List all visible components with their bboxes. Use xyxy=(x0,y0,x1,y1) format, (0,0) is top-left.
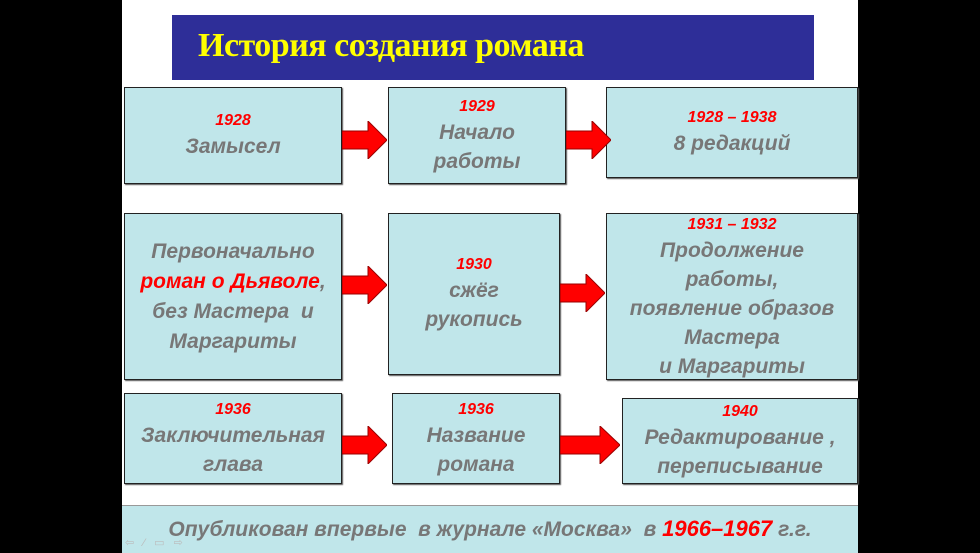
year-label: 1929 xyxy=(459,97,495,115)
box-text: Маргариты xyxy=(169,329,297,353)
box-text: переписывание xyxy=(657,455,823,478)
box-text: 8 редакций xyxy=(673,132,791,155)
box-text: романа xyxy=(437,452,515,476)
box-text: без Мастера и xyxy=(152,299,314,323)
box-text: Начало xyxy=(439,120,515,144)
box-text: рукопись xyxy=(425,308,523,331)
box-text: Продолжение xyxy=(660,239,804,262)
slide-title: История создания романа xyxy=(198,27,584,64)
title-banner: История создания романа xyxy=(172,15,814,80)
box-text: появление образов xyxy=(629,297,835,320)
footer-suffix: г.г. xyxy=(772,518,812,541)
footer-years: 1966–1967 xyxy=(662,516,773,541)
comma: , xyxy=(319,269,326,293)
right-arrow-icon xyxy=(566,121,611,159)
year-label: 1928 xyxy=(215,112,251,129)
box-text: Редактирование , xyxy=(644,426,836,449)
box-1929-start: 1929 Начало работы xyxy=(388,87,566,184)
box-1930-burned: 1930 сжёг рукопись xyxy=(388,213,560,375)
box-1936-title: 1936 Название романа xyxy=(392,393,560,484)
box-text: глава xyxy=(202,452,264,476)
box-1928-idea: 1928 Замысел xyxy=(124,87,342,184)
box-text: Мастера xyxy=(684,326,780,349)
year-label: 1936 xyxy=(458,400,494,418)
right-arrow-icon xyxy=(342,426,387,464)
year-label: 1930 xyxy=(456,256,492,273)
box-1940-editing: 1940 Редактирование , переписывание xyxy=(622,398,858,484)
box-1928-1938-editions: 1928 – 1938 8 редакций xyxy=(606,87,858,178)
box-text: работы xyxy=(433,149,521,173)
year-label: 1940 xyxy=(722,403,758,420)
box-1931-1932-continuation: 1931 – 1932 Продолжение работы, появлени… xyxy=(606,213,858,380)
box-text: Первоначально xyxy=(151,239,315,263)
box-1936-final-chapter: 1936 Заключительная глава xyxy=(124,393,342,484)
highlight-text: роман о Дьяволе xyxy=(140,269,320,293)
footer-text: Опубликован впервые в журнале «Москва» в xyxy=(168,518,663,541)
slide-nav-controls[interactable]: ⇦ ⁄ ▭ ⇨ xyxy=(125,537,186,549)
box-text: сжёг xyxy=(449,279,499,302)
year-label: 1928 – 1938 xyxy=(687,109,777,126)
publication-footer: Опубликован впервые в журнале «Москва» в… xyxy=(122,505,858,553)
right-arrow-icon xyxy=(560,426,620,464)
year-label: 1931 – 1932 xyxy=(687,216,777,233)
right-arrow-icon xyxy=(342,121,387,159)
right-arrow-icon xyxy=(342,266,387,304)
year-label: 1936 xyxy=(215,400,251,418)
box-text: Название xyxy=(426,423,526,447)
right-arrow-icon xyxy=(560,274,605,312)
box-text: и Маргариты xyxy=(659,355,805,378)
box-text: Заключительная xyxy=(141,423,325,447)
box-text: работы, xyxy=(685,268,779,291)
box-text: Замысел xyxy=(185,135,281,158)
box-initial-concept: Первоначально роман о Дьяволе, без Масте… xyxy=(124,213,342,380)
